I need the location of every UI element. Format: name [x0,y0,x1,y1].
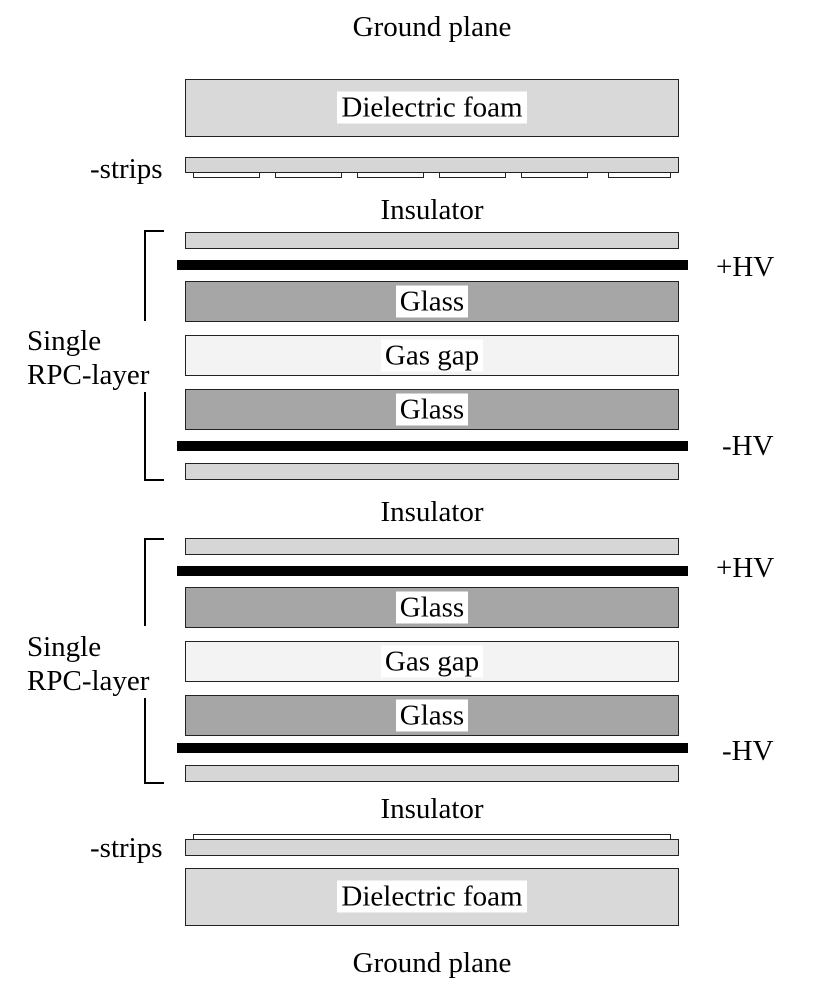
top-strip-plane [185,157,679,173]
layer1-gas-gap-label: Gas gap [380,339,484,371]
layer1-gas-gap: Gas gap [185,335,679,376]
layer1-bracket-bottom [144,392,146,480]
layer1-bracket-top [144,231,146,321]
layer2-gas-gap-label: Gas gap [380,645,484,677]
readout-strip [439,173,506,178]
layer2-side-label-line2: RPC-layer [27,665,150,697]
layer1-glass-top-label: Glass [395,285,469,317]
layer1-side-label: Single RPC-layer [27,324,149,392]
layer1-positive-electrode [177,260,688,270]
layer1-top-insulator-sheet [185,232,679,249]
layer2-bottom-insulator-sheet [185,765,679,782]
layer1-negative-electrode [177,441,688,451]
layer2-side-label: Single RPC-layer [27,630,149,698]
layer2-hv-plus-label: +HV [716,552,775,584]
layer1-glass-bottom: Glass [185,389,679,430]
readout-strip [275,173,342,178]
bottom-ground-plane-label: Ground plane [352,947,512,979]
top-strips-label: -strips [90,153,163,185]
layer2-positive-electrode [177,566,688,576]
readout-strip [608,173,671,178]
layer1-side-label-line1: Single [27,325,102,357]
layer1-glass-bottom-label: Glass [395,393,469,425]
readout-strip [521,173,588,178]
bottom-insulator-label: Insulator [380,793,484,825]
top-ground-plane-label: Ground plane [352,11,512,43]
layer2-glass-bottom-label: Glass [395,699,469,731]
layer1-hv-plus-label: +HV [716,251,775,283]
top-dielectric-foam-label: Dielectric foam [337,91,527,124]
top-insulator-label: Insulator [380,194,484,226]
layer1-bottom-insulator-sheet [185,463,679,480]
layer2-glass-top-label: Glass [395,591,469,623]
bottom-strips-label: -strips [90,832,163,864]
layer1-hv-minus-label: -HV [722,430,774,462]
top-readout-strips [185,173,679,179]
layer2-gas-gap: Gas gap [185,641,679,682]
top-dielectric-foam: Dielectric foam [185,79,679,137]
middle-insulator-label: Insulator [380,496,484,528]
readout-strip [357,173,424,178]
layer2-glass-top: Glass [185,587,679,628]
bottom-dielectric-foam: Dielectric foam [185,868,679,926]
layer2-side-label-line1: Single [27,631,102,663]
layer2-bracket-bottom [144,698,146,784]
layer2-hv-minus-label: -HV [722,735,774,767]
bottom-strip-plane [185,839,679,856]
layer2-negative-electrode [177,743,688,753]
layer2-bracket-top [144,539,146,626]
layer1-side-label-line2: RPC-layer [27,359,150,391]
readout-strip [193,173,260,178]
layer2-glass-bottom: Glass [185,695,679,736]
layer1-glass-top: Glass [185,281,679,322]
layer2-top-insulator-sheet [185,538,679,555]
bottom-dielectric-foam-label: Dielectric foam [337,880,527,913]
